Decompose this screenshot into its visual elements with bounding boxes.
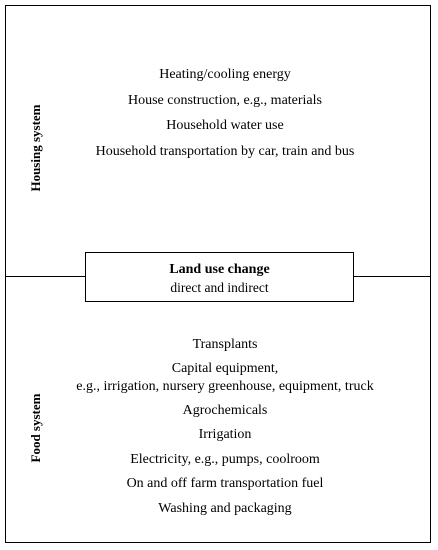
food-item: Agrochemicals xyxy=(182,402,268,418)
food-item-line: Capital equipment, xyxy=(171,360,279,376)
diagram-frame xyxy=(5,5,431,543)
land-use-change-title: Land use change xyxy=(169,262,270,277)
housing-item: House construction, e.g., materials xyxy=(127,92,322,108)
food-item: Electricity, e.g., pumps, coolroom xyxy=(130,451,320,467)
land-use-change-box: Land use change direct and indirect xyxy=(85,252,354,302)
land-use-change-subtitle: direct and indirect xyxy=(170,280,269,295)
food-item-line: e.g., irrigation, nursery greenhouse, eq… xyxy=(76,378,374,394)
food-item: Transplants xyxy=(192,337,258,352)
housing-item: Heating/cooling energy xyxy=(159,67,291,82)
food-item-capital-equipment: Capital equipment, e.g., irrigation, nur… xyxy=(40,358,410,399)
divider-line-right xyxy=(354,276,431,277)
housing-item: Household water use xyxy=(166,118,284,133)
housing-item: Household transportation by car, train a… xyxy=(95,143,355,159)
food-item: On and off farm transportation fuel xyxy=(126,476,324,491)
food-item: Washing and packaging xyxy=(158,500,292,516)
housing-system-list: Heating/cooling energy House constructio… xyxy=(40,62,410,164)
food-item: Irrigation xyxy=(198,427,252,442)
food-system-list: Transplants Capital equipment, e.g., irr… xyxy=(40,333,410,521)
divider-line-left xyxy=(5,276,85,277)
